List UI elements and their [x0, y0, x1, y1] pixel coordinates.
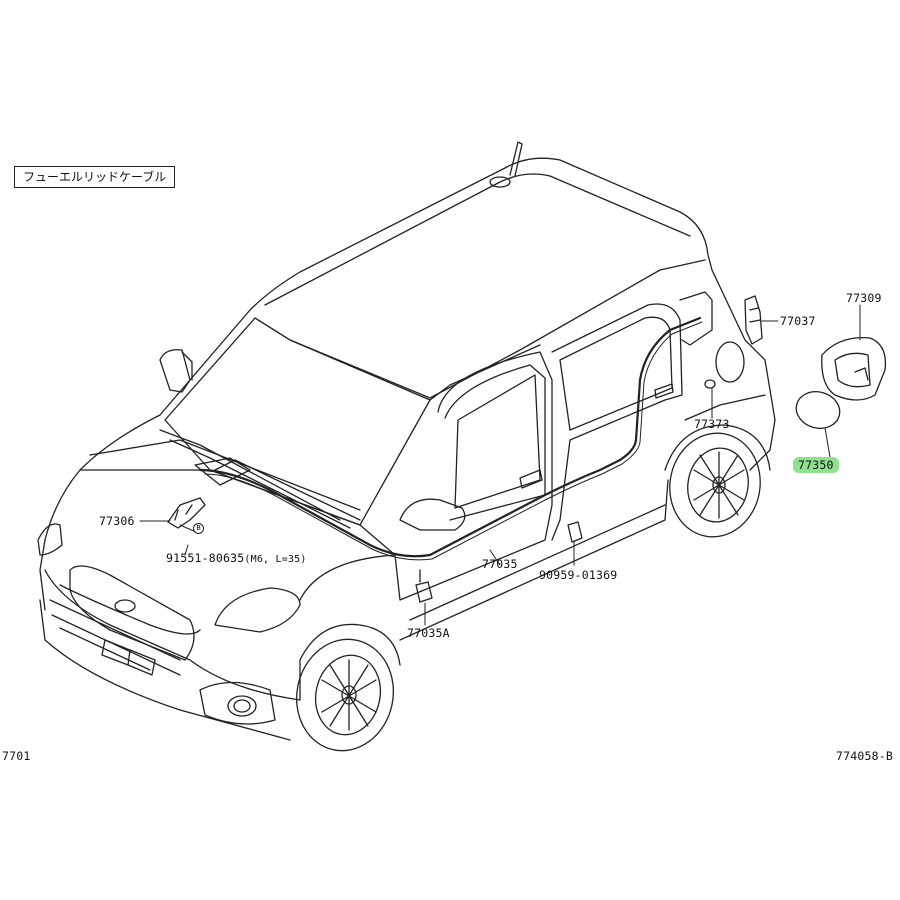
wiper-assembly: [160, 430, 360, 528]
rear-door: [552, 304, 682, 540]
label-91551-bolt: 91551-80635(M6, L=35): [166, 551, 307, 567]
bolt-spec: (M6, L=35): [244, 554, 307, 565]
label-77035: 77035: [482, 557, 518, 571]
front-door: [395, 352, 552, 600]
part-90959-clamp: [568, 522, 582, 542]
roof-outline: [160, 158, 712, 415]
label-77309: 77309: [846, 291, 882, 305]
front-grille: [70, 566, 194, 660]
label-77035A: 77035A: [407, 626, 450, 640]
part-77309-fuel-lid-housing: [822, 338, 886, 400]
headlight-left: [215, 588, 300, 632]
windshield: [165, 318, 430, 525]
diagram-title: フューエルリッドケーブル: [14, 166, 176, 188]
label-77037: 77037: [780, 314, 816, 328]
bolt-part-number: 91551-80635: [166, 551, 245, 565]
label-77306: 77306: [99, 514, 135, 528]
side-mirror: [400, 499, 465, 530]
label-90959-clip: 90959-01369: [539, 568, 618, 582]
rear-wheel: [662, 426, 769, 544]
label-77373: 77373: [694, 417, 730, 431]
part-77306-opener-lever: [168, 498, 205, 528]
bolt-marker-b: B: [193, 523, 204, 534]
hood: [40, 415, 160, 610]
left-mirror: [160, 350, 192, 392]
part-77035A: [416, 570, 432, 602]
front-wheel: [286, 630, 403, 760]
roof-inner: [255, 260, 705, 398]
part-77037-lid-lock: [745, 296, 762, 344]
part-77373-grommet: [705, 342, 744, 388]
front-bumper: [45, 570, 300, 700]
roof-antenna: [490, 142, 522, 187]
page-code-left: 7701: [2, 749, 31, 763]
label-77350-highlighted: 77350: [793, 457, 839, 473]
car-body: [38, 158, 775, 740]
leader-lines: [140, 305, 860, 625]
fuel-lid-cable: [200, 318, 702, 560]
part-77350-fuel-lid: [792, 387, 844, 433]
page-code-right: 774058-B: [836, 749, 893, 763]
